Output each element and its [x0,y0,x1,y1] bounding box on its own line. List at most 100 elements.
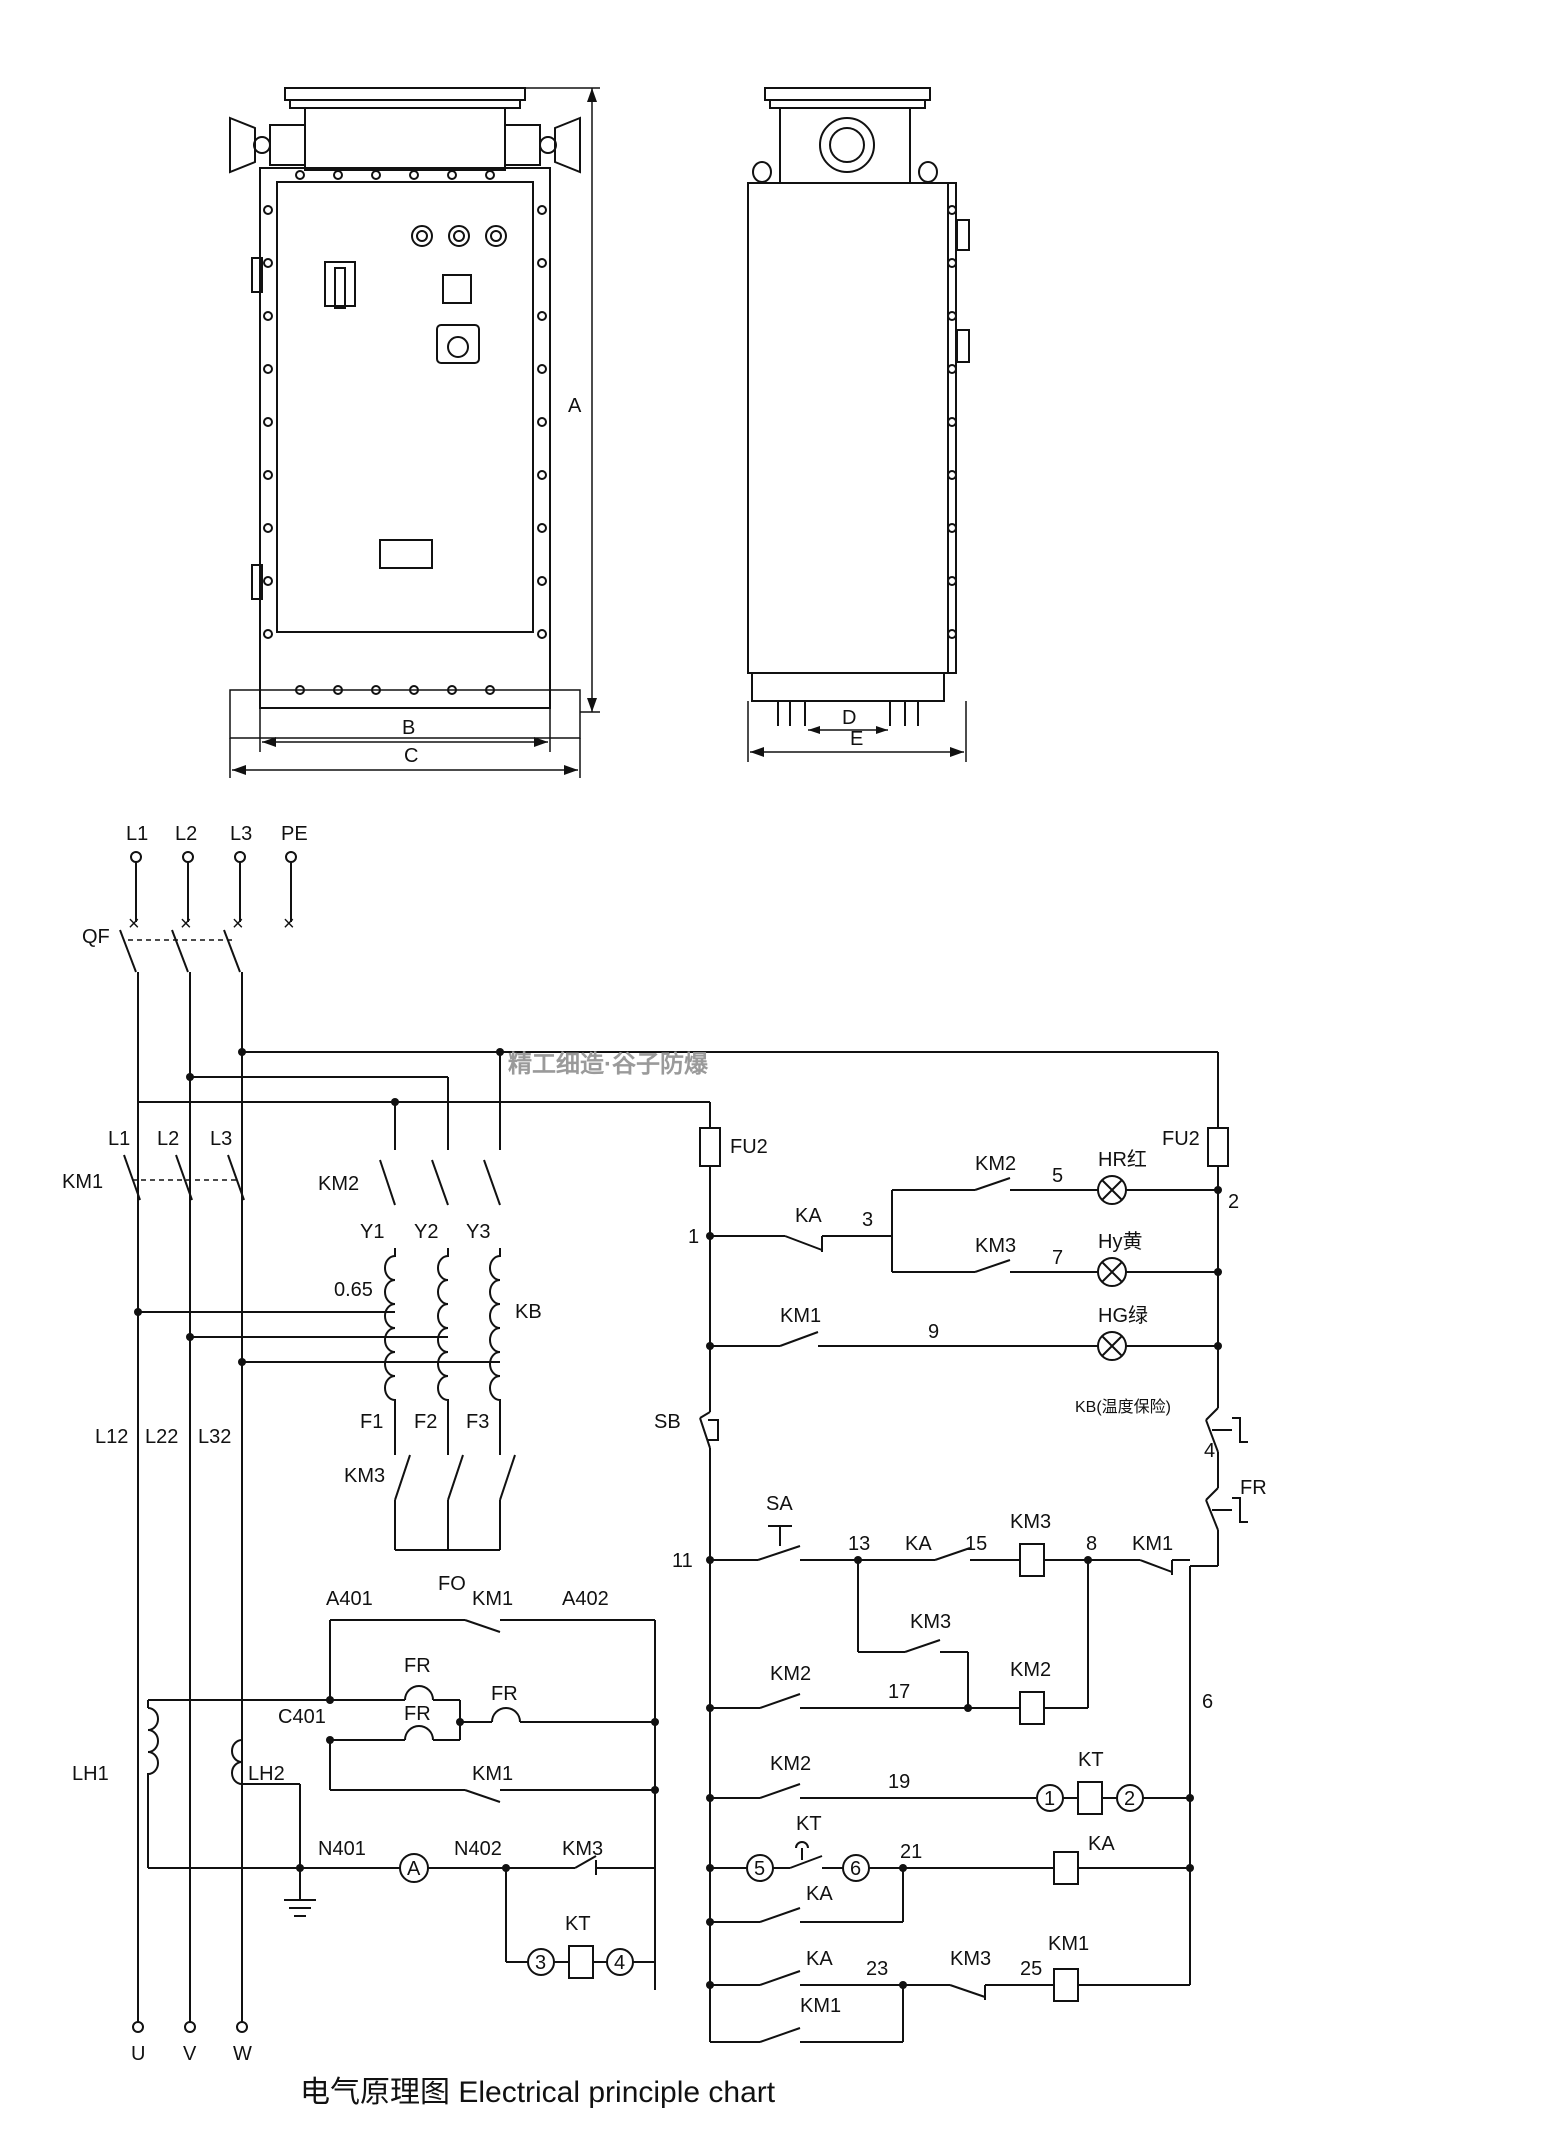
fu2-right-label: FU2 [1162,1128,1200,1150]
ka-hold-contact-label: KA [806,1883,833,1905]
fo-star-point-label: FO [438,1573,466,1595]
svg-text:×: × [128,913,140,935]
fr-heater-2-label: FR [491,1683,518,1705]
bolt-icon [409,170,419,180]
km2-timer-contact-label: KM2 [770,1753,811,1775]
dim-a-label: A [568,395,582,417]
front-view-enclosure: A B C [229,87,600,778]
km3-main-label: KM3 [344,1465,385,1487]
n402-label: N402 [454,1838,502,1860]
km1-interlock-label: KM1 [1132,1533,1173,1555]
watermark-text: 精工细造·谷子防爆 [508,1050,709,1078]
km2-lamp-contact-label: KM2 [975,1153,1016,1175]
km2-coil-label: KM2 [1010,1659,1051,1681]
km3-aux-label: KM3 [562,1838,603,1860]
node-8-label: 8 [1086,1533,1097,1555]
km1-aux2-label: KM1 [472,1763,513,1785]
c401-label: C401 [278,1706,326,1728]
l32-label: L32 [198,1426,231,1448]
kt-coil-terminal-4: 4 [614,1952,625,1974]
node-3-label: 3 [862,1209,873,1231]
fr-overload-contact-label: FR [1240,1477,1267,1499]
bolt-icon [371,685,381,695]
km1-aux-label: KM1 [472,1588,513,1610]
a401-label: A401 [326,1588,373,1610]
side-view-enclosure: D E [747,87,970,762]
l2-input-label: L2 [175,823,197,845]
ka-lamp-contact-label: KA [795,1205,822,1227]
tap-0-65-label: 0.65 [334,1279,373,1301]
km2-self-hold-label: KM2 [770,1663,811,1685]
bolt-icon [371,170,381,180]
ka-run-contact-label: KA [905,1533,932,1555]
pe-input-label: PE [281,823,308,845]
bolt-icon [537,417,547,427]
dim-c-label: C [404,745,418,767]
n401-label: N401 [318,1838,366,1860]
bolt-icon [537,205,547,215]
dim-e-label: E [850,728,863,750]
qf-breaker-label: QF [82,926,110,948]
ka-relay-coil-label: KA [1088,1833,1115,1855]
f3-label: F3 [466,1411,489,1433]
main-circuit: L1 L2 L3 KM1 KM2 Y1 Y2 Y3 0.65 KB F1 F2 … [62,1052,542,2065]
bolt-icon [485,170,495,180]
power-input: L1 L2 L3 PE × × × × QF [82,823,308,2022]
node-2-label: 2 [1228,1191,1239,1213]
kt-meter-label: KT [565,1913,591,1935]
fr-heater-1-label: FR [404,1655,431,1677]
svg-text:×: × [180,913,192,935]
bolt-icon [537,523,547,533]
hg-green-lamp-label: HG绿 [1098,1304,1148,1327]
l12-label: L12 [95,1426,128,1448]
bus-lines: 精工细造·谷子防爆 [138,1048,1219,1128]
node-11-label: 11 [672,1550,693,1572]
bolt-icon [947,629,957,639]
kt-terminal-5: 5 [754,1858,765,1880]
bolt-icon [947,523,957,533]
kt-terminal-6: 6 [850,1858,861,1880]
y3-label: Y3 [466,1221,490,1243]
km1-main-label: KM1 [62,1171,103,1193]
lh2-ct-label: LH2 [248,1763,285,1785]
kb-autotransformer-label: KB [515,1301,542,1323]
kt-terminal-2: 2 [1124,1788,1135,1810]
node-5-label: 5 [1052,1165,1063,1187]
sa-switch-label: SA [766,1493,793,1515]
km1-lamp-contact-label: KM1 [780,1305,821,1327]
svg-text:×: × [283,913,295,935]
bolt-icon [295,685,305,695]
metering-circuit: A401 KM1 A402 FR FR FR C401 KM1 LH1 [72,1588,659,1990]
km1-coil-label: KM1 [1048,1933,1089,1955]
l1-bus-label: L1 [108,1128,130,1150]
node-9-label: 9 [928,1321,939,1343]
control-circuit: FU2 FU2 1 2 KA 3 KM2 5 HR红 KM3 7 Hy黄 [654,1127,1267,2043]
v-output-label: V [183,2043,197,2065]
bolt-icon [485,685,495,695]
node-15-label: 15 [965,1533,987,1555]
node-19-label: 19 [888,1771,910,1793]
bolt-icon [537,364,547,374]
km2-main-label: KM2 [318,1173,359,1195]
fr-heater-3-label: FR [404,1703,431,1725]
bolt-icon [947,470,957,480]
bolt-icon [947,205,957,215]
node-7-label: 7 [1052,1247,1063,1269]
km3-lamp-contact-label: KM3 [975,1235,1016,1257]
bolt-icon [947,311,957,321]
l1-input-label: L1 [126,823,148,845]
w-output-label: W [233,2043,252,2065]
bolt-icon [537,311,547,321]
bolt-icon [537,258,547,268]
node-4-label: 4 [1204,1440,1215,1462]
fu2-left-label: FU2 [730,1136,768,1158]
bolt-icon [947,417,957,427]
ammeter-label: A [407,1858,421,1880]
l2-bus-label: L2 [157,1128,179,1150]
kt-timer-coil-label: KT [1078,1749,1104,1771]
l3-input-label: L3 [230,823,252,845]
kt-terminal-1: 1 [1044,1788,1055,1810]
bolt-icon [537,576,547,586]
bolt-icon [409,685,419,695]
